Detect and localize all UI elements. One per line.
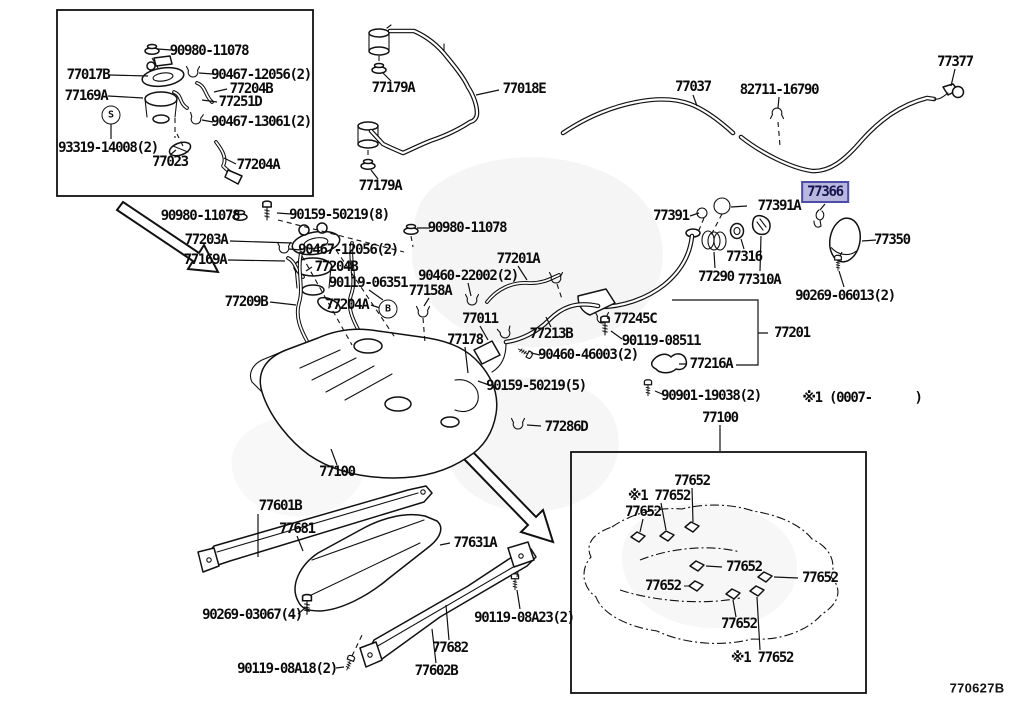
fuel-tube-drawing [560,83,965,174]
part-label-77204B[interactable]: 77204B [314,259,359,275]
part-label-77179A[interactable]: 77179A [358,178,403,194]
part-label-93319-14008(2)[interactable]: 93319-14008(2) [58,140,159,156]
part-label-77179A[interactable]: 77179A [371,80,416,96]
part-label-77169A[interactable]: 77169A [64,88,109,104]
part-label-highlighted-77366[interactable]: 77366 [801,181,849,203]
part-label-90467-13061(2)[interactable]: 90467-13061(2) [211,114,312,130]
part-label-77652[interactable]: 77652 [674,473,711,489]
part-label-77037[interactable]: 77037 [675,79,712,95]
part-label-90467-12056(2)[interactable]: 90467-12056(2) [211,67,312,83]
part-label-77652[interactable]: 77652 [625,504,662,520]
circle-symbol-S: S [101,105,121,125]
note-label: ※1 (0007- ) [802,390,923,406]
arrow-to-inset [462,449,555,544]
part-label-77652[interactable]: 77652 [721,616,758,632]
part-label-77158A[interactable]: 77158A [408,283,453,299]
part-label-77209B[interactable]: 77209B [224,294,269,310]
circle-symbol-B: B [378,299,398,319]
part-label-77023[interactable]: 77023 [152,154,189,170]
part-label-90460-22002(2)[interactable]: 90460-22002(2) [418,268,519,284]
part-label-77391[interactable]: 77391 [653,208,690,224]
part-label-90119-08A18(2)[interactable]: 90119-08A18(2) [237,661,338,677]
part-label-77017B[interactable]: 77017B [66,67,111,83]
part-label-90901-19038(2)[interactable]: 90901-19038(2) [661,388,762,404]
part-label-77316[interactable]: 77316 [726,249,763,265]
inset-box [570,451,867,694]
part-label-77290[interactable]: 77290 [698,269,735,285]
part-label-90269-03067(4)[interactable]: 90269-03067(4) [202,607,303,623]
part-label-77391A[interactable]: 77391A [757,198,802,214]
part-label-90980-11078[interactable]: 90980-11078 [169,43,250,59]
dashed-lines [151,56,843,657]
part-label-※1 77652[interactable]: ※1 77652 [627,488,692,504]
part-label-77213B[interactable]: 77213B [529,326,574,342]
part-label-77310A[interactable]: 77310A [737,272,782,288]
part-label-77286D[interactable]: 77286D [544,419,589,435]
part-label-77204A[interactable]: 77204A [236,157,281,173]
part-label-90119-08511[interactable]: 90119-08511 [621,333,702,349]
part-label-77169A[interactable]: 77169A [183,252,228,268]
part-label-77018E[interactable]: 77018E [502,81,547,97]
fuel-pump-box-drawing [141,43,243,185]
part-label-77652[interactable]: 77652 [726,559,763,575]
part-label-90460-46003(2)[interactable]: 90460-46003(2) [538,347,639,363]
part-label-90119-08A23(2)[interactable]: 90119-08A23(2) [474,610,575,626]
arrow-to-pump-assembly [115,200,220,274]
part-label-77601B[interactable]: 77601B [258,498,303,514]
tank-straps-drawing [197,485,537,668]
pump-detail-box [56,9,314,197]
clip-77366-glyph [813,209,825,228]
part-label-90159-50219(8)[interactable]: 90159-50219(8) [289,207,390,223]
part-label-82711-16790[interactable]: 82711-16790 [739,82,820,98]
part-label-90269-06013(2)[interactable]: 90269-06013(2) [795,288,896,304]
part-label-90159-50219(5)[interactable]: 90159-50219(5) [486,378,587,394]
part-label-77652[interactable]: 77652 [802,570,839,586]
part-label-90980-11078[interactable]: 90980-11078 [160,208,241,224]
part-label-77350[interactable]: 77350 [874,232,911,248]
fuel-tank-drawing [249,328,507,479]
part-label-90467-12056(2)[interactable]: 90467-12056(2) [298,242,399,258]
part-label-77204B[interactable]: 77204B [229,81,274,97]
part-label-77681[interactable]: 77681 [279,521,316,537]
inset-tank-drawing [583,504,839,644]
part-label-77631A[interactable]: 77631A [453,535,498,551]
part-label-77245C[interactable]: 77245C [613,311,658,327]
bracket-77216A-glyph [650,353,688,374]
part-label-90980-11078[interactable]: 90980-11078 [427,220,508,236]
part-label-77216A[interactable]: 77216A [689,356,734,372]
leader-lines [107,48,956,669]
part-label-77204A[interactable]: 77204A [325,297,370,313]
part-label-90119-06351[interactable]: 90119-06351 [328,275,409,291]
filler-pipe-drawing [577,197,862,316]
canister-tube-drawing [357,24,480,170]
part-label-77201A[interactable]: 77201A [496,251,541,267]
part-label-77682[interactable]: 77682 [432,640,469,656]
part-label-77602B[interactable]: 77602B [414,663,459,679]
part-label-77251D[interactable]: 77251D [218,94,263,110]
part-label-77100[interactable]: 77100 [319,464,356,480]
part-label-77652[interactable]: 77652 [645,578,682,594]
part-label-77377[interactable]: 77377 [937,54,974,70]
part-label-77011[interactable]: 77011 [462,311,499,327]
part-label-77201[interactable]: 77201 [774,325,811,341]
diagram-code: 770627B [949,680,1005,696]
hose-drawings [462,273,688,385]
part-label-77100[interactable]: 77100 [702,410,739,426]
part-label-※1 77652[interactable]: ※1 77652 [730,650,795,666]
part-label-77203A[interactable]: 77203A [184,232,229,248]
part-label-77178[interactable]: 77178 [447,332,484,348]
